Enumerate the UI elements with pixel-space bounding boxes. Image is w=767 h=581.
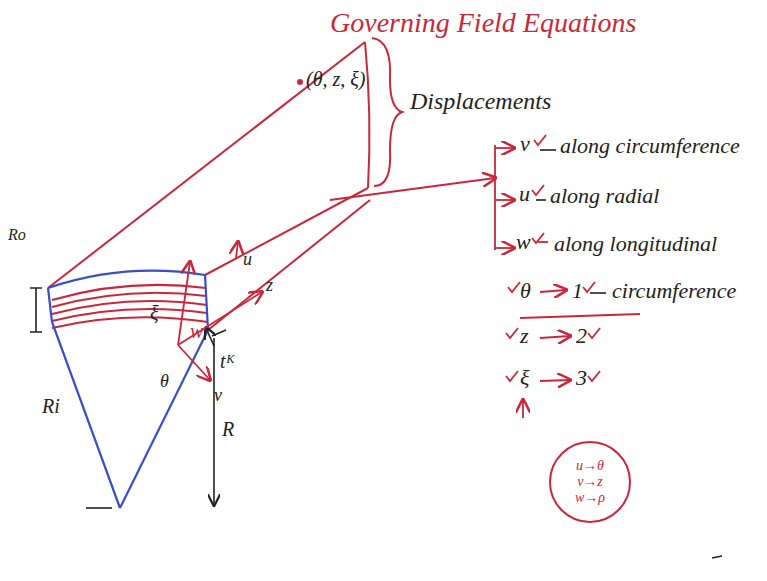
axis-label: z — [266, 276, 273, 296]
displacement-symbol: v — [520, 132, 530, 156]
axis-index: 1 — [572, 279, 583, 303]
coordinate-label: (θ, z, ξ) — [306, 68, 366, 90]
description-text: along radial — [550, 184, 659, 208]
note-body: u→θ v→z w→ρ — [567, 458, 613, 506]
description-text: along longitudinal — [554, 232, 717, 256]
description-text: along circumference — [560, 134, 740, 158]
axis-index: 3 — [576, 366, 587, 390]
note-text: u→θ v→z w→ρ — [567, 458, 613, 506]
axis-symbol: θ — [520, 279, 531, 303]
description-text: circumference — [612, 279, 736, 303]
axis-label: w — [190, 320, 203, 342]
axis-symbol: z — [520, 324, 529, 348]
dimension-label: Ri — [42, 395, 60, 417]
axis-symbol: ξ — [520, 366, 529, 390]
crossed-note-circle: u→θ v→z w→ρ — [548, 440, 632, 524]
dimension-label: Ro — [8, 226, 26, 244]
axis-label: θ — [160, 372, 169, 392]
axis-label: v — [214, 386, 222, 406]
displacement-symbol: w — [516, 230, 531, 254]
axis-label: ξ — [150, 302, 159, 324]
axis-index: 2 — [576, 324, 587, 348]
axis-label: u — [243, 250, 252, 270]
title-text: Governing Field Equations — [330, 8, 636, 39]
section-heading: Displacements — [410, 88, 551, 114]
dimension-label: R — [222, 418, 234, 440]
displacement-symbol: u — [519, 182, 530, 206]
dimension-label: tᴷ — [220, 350, 235, 372]
